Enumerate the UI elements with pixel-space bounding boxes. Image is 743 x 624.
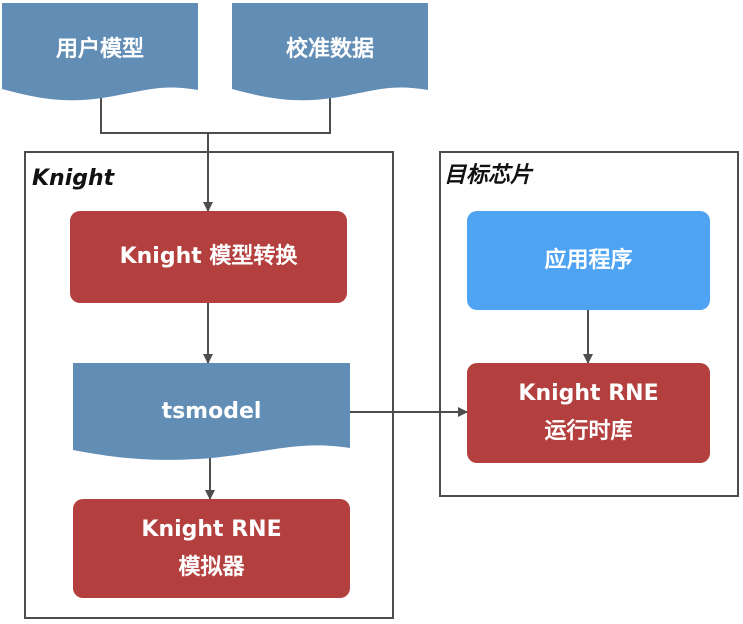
- runtime-line2: 运行时库: [544, 419, 633, 444]
- simulator-line1: Knight RNE: [141, 516, 282, 542]
- user-model-text: 用户模型: [55, 37, 144, 62]
- tsmodel-label: tsmodel: [73, 380, 350, 444]
- connector-user-model: [100, 93, 208, 134]
- application-box: [467, 211, 710, 310]
- runtime-line1: Knight RNE: [518, 381, 659, 406]
- calibration-data-document: [232, 3, 428, 101]
- user-model-document: [2, 3, 198, 101]
- application-label: 应用程序: [467, 211, 710, 310]
- tsmodel-text: tsmodel: [161, 399, 262, 424]
- calibration-data-label: 校准数据: [232, 18, 428, 82]
- application-text: 应用程序: [544, 247, 633, 273]
- simulator-box: [73, 499, 350, 598]
- calibration-data-text: 校准数据: [285, 37, 374, 62]
- simulator-label: Knight RNE 模拟器: [73, 499, 350, 598]
- runtime-box: [467, 363, 710, 463]
- simulator-line2: 模拟器: [178, 554, 245, 580]
- user-model-label: 用户模型: [2, 18, 198, 82]
- model-conversion-label: Knight 模型转换: [70, 211, 347, 303]
- tsmodel-document: [73, 363, 350, 460]
- knight-group-title: Knight: [32, 166, 115, 191]
- target-chip-group-frame: [439, 151, 739, 497]
- model-conversion-box: [70, 211, 347, 303]
- connector-calibration-data: [208, 93, 331, 134]
- target-chip-group-title: 目标芯片: [444, 163, 533, 188]
- model-conversion-text: Knight 模型转换: [119, 244, 298, 269]
- runtime-label: Knight RNE 运行时库: [467, 363, 710, 463]
